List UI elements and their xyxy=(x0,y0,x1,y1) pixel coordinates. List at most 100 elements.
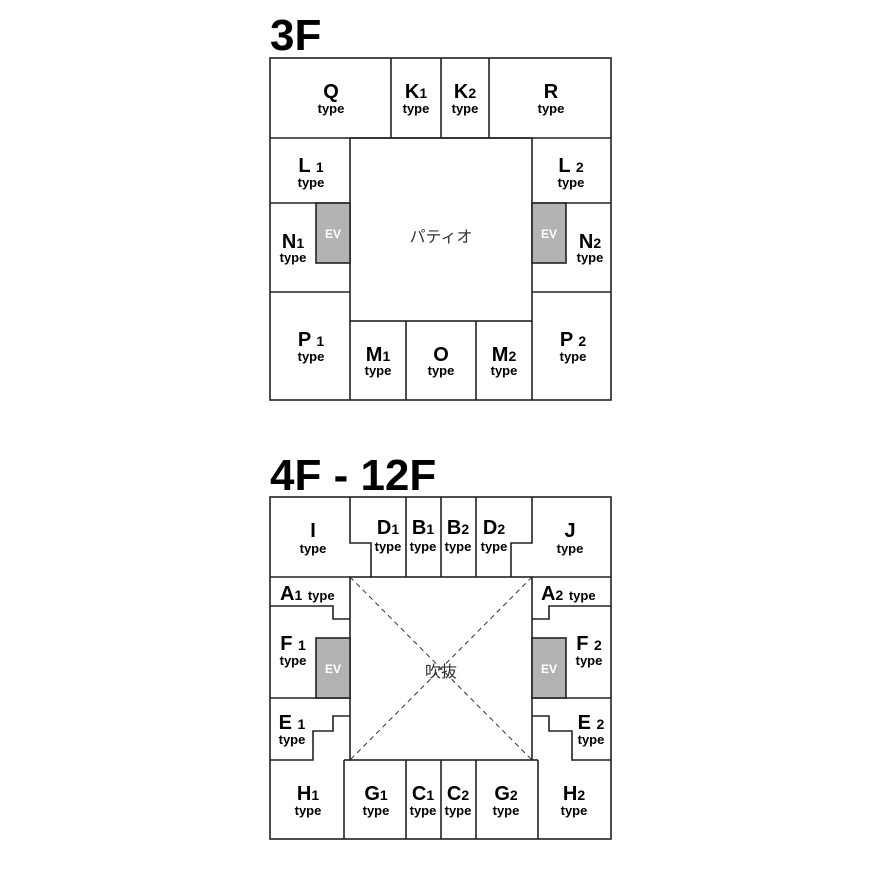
svg-text:type: type xyxy=(280,250,307,265)
svg-text:N1: N1 xyxy=(282,231,304,253)
unit-label-M1: M1 type xyxy=(365,344,392,378)
unit-label-P2: P 2 type xyxy=(560,329,587,364)
svg-text:B2: B2 xyxy=(447,517,469,539)
svg-text:type: type xyxy=(493,803,520,818)
svg-text:P 2: P 2 xyxy=(560,329,587,351)
svg-text:E 1: E 1 xyxy=(279,712,306,734)
unit-label-G2: G2 type xyxy=(493,783,520,818)
svg-text:type: type xyxy=(280,653,307,668)
svg-text:B1: B1 xyxy=(412,517,434,539)
svg-text:A1 type: A1 type xyxy=(280,583,335,605)
unit-label-D2: D2 type xyxy=(481,517,508,554)
svg-text:F 1: F 1 xyxy=(280,633,306,655)
svg-text:D1: D1 xyxy=(377,517,399,539)
svg-text:type: type xyxy=(560,349,587,364)
unit-label-Q: Q type xyxy=(318,81,345,116)
elevator-label: EV xyxy=(325,662,341,676)
unit-label-J: J type xyxy=(557,520,584,556)
unit-label-L2: L 2 type xyxy=(558,155,585,190)
svg-text:C2: C2 xyxy=(447,783,469,805)
unit-label-A2: A2 type xyxy=(541,583,596,605)
svg-text:type: type xyxy=(410,539,437,554)
floor-title-3f: 3F xyxy=(270,11,321,60)
unit-label-A1: A1 type xyxy=(280,583,335,605)
svg-text:type: type xyxy=(375,539,402,554)
elevator-label: EV xyxy=(325,227,341,241)
svg-text:type: type xyxy=(363,803,390,818)
svg-text:type: type xyxy=(365,363,392,378)
unit-label-M2: M2 type xyxy=(491,344,518,378)
unit-label-R: R type xyxy=(538,81,565,116)
svg-text:type: type xyxy=(318,101,345,116)
elevator-3f-right xyxy=(531,202,567,264)
unit-label-P1: P 1 type xyxy=(298,329,325,364)
svg-text:type: type xyxy=(300,541,327,556)
unit-label-H1: H1 type xyxy=(295,783,322,818)
svg-text:K2: K2 xyxy=(454,81,476,103)
svg-text:type: type xyxy=(578,732,605,747)
svg-text:type: type xyxy=(403,101,430,116)
svg-text:type: type xyxy=(452,101,479,116)
svg-text:D2: D2 xyxy=(483,517,505,539)
svg-text:type: type xyxy=(410,803,437,818)
unit-label-B1: B1 type xyxy=(410,517,437,554)
svg-text:type: type xyxy=(561,803,588,818)
elevator-upper-left xyxy=(315,637,351,699)
unit-label-N1: N1 type xyxy=(280,231,307,265)
unit-label-F1: F 1 type xyxy=(280,633,307,668)
unit-label-K1: K1 type xyxy=(403,81,430,116)
svg-text:G1: G1 xyxy=(364,783,388,805)
atrium-label: 吹抜 xyxy=(425,662,457,681)
svg-text:H1: H1 xyxy=(297,783,319,805)
floor-plan-3f: 3F EV EV パティオ Q type K1 xyxy=(269,11,612,401)
svg-text:type: type xyxy=(279,732,306,747)
svg-text:L 2: L 2 xyxy=(558,155,583,177)
unit-label-O: O type xyxy=(428,344,455,378)
elevator-upper-right xyxy=(531,637,567,699)
svg-text:type: type xyxy=(491,363,518,378)
svg-text:type: type xyxy=(481,539,508,554)
floor-plan-4f-12f: 4F - 12F EV EV xyxy=(269,451,612,840)
svg-text:O: O xyxy=(433,344,449,366)
floor-title-4f-12f: 4F - 12F xyxy=(270,451,436,500)
svg-text:F 2: F 2 xyxy=(576,633,602,655)
svg-text:G2: G2 xyxy=(494,783,518,805)
unit-label-D1: D1 type xyxy=(375,517,402,554)
unit-label-L1: L 1 type xyxy=(298,155,325,190)
svg-text:K1: K1 xyxy=(405,81,427,103)
patio-label: パティオ xyxy=(409,227,472,246)
unit-label-C1: C1 type xyxy=(410,783,437,818)
unit-label-K2: K2 type xyxy=(452,81,479,116)
unit-label-F2: F 2 type xyxy=(576,633,603,668)
svg-text:type: type xyxy=(538,101,565,116)
svg-text:type: type xyxy=(558,175,585,190)
svg-text:E 2: E 2 xyxy=(578,712,605,734)
svg-text:type: type xyxy=(428,363,455,378)
elevator-label: EV xyxy=(541,662,557,676)
svg-text:Q: Q xyxy=(323,81,339,103)
svg-text:M1: M1 xyxy=(366,344,391,366)
unit-label-B2: B2 type xyxy=(445,517,472,554)
svg-text:M2: M2 xyxy=(492,344,517,366)
svg-text:type: type xyxy=(298,175,325,190)
unit-label-E2: E 2 type xyxy=(578,712,605,747)
svg-text:H2: H2 xyxy=(563,783,585,805)
svg-text:N2: N2 xyxy=(579,231,601,253)
unit-label-C2: C2 type xyxy=(445,783,472,818)
svg-text:type: type xyxy=(557,541,584,556)
unit-label-N2: N2 type xyxy=(577,231,604,265)
svg-text:type: type xyxy=(298,349,325,364)
svg-text:type: type xyxy=(295,803,322,818)
svg-text:type: type xyxy=(445,539,472,554)
svg-text:R: R xyxy=(544,81,559,103)
svg-text:I: I xyxy=(310,520,316,542)
unit-label-I: I type xyxy=(300,520,327,556)
unit-label-H2: H2 type xyxy=(561,783,588,818)
svg-text:A2 type: A2 type xyxy=(541,583,596,605)
unit-label-G1: G1 type xyxy=(363,783,390,818)
svg-text:type: type xyxy=(577,250,604,265)
svg-text:C1: C1 xyxy=(412,783,434,805)
svg-text:type: type xyxy=(576,653,603,668)
svg-text:L 1: L 1 xyxy=(298,155,323,177)
